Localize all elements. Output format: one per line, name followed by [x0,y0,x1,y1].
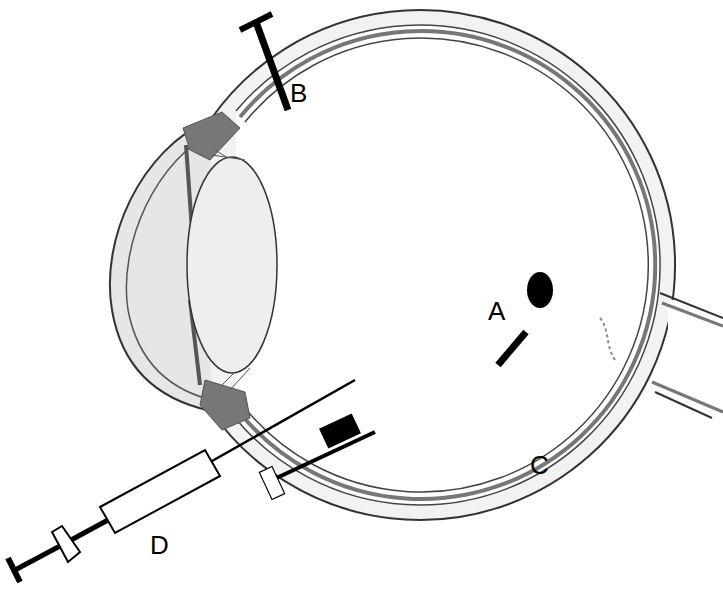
optic-disc [600,318,615,360]
implant-dot [527,272,553,308]
sclera-outer [211,10,675,520]
probe-tip [319,413,361,448]
implant-bar [498,332,526,365]
callout-letter: D [150,532,169,558]
pin-shaft [256,22,288,110]
zonule [212,150,245,160]
syringe-barrel [100,450,220,533]
port [259,466,284,499]
lens [187,157,277,373]
ciliary-body [200,380,250,430]
sclera-inner [236,25,660,505]
needle [205,380,355,465]
optic-nerve-sheath [662,303,723,326]
callout-letter: C [530,452,549,478]
zonule [222,368,250,390]
finger-flange [52,526,80,562]
choroid [240,31,655,499]
plunger-rod [15,546,60,570]
retina [245,38,648,492]
pin-head [240,14,272,30]
callout-letter: B [290,80,307,106]
optic-nerve-sheath [652,382,723,412]
probe-shaft [268,432,375,482]
callout-letter: A [488,298,505,324]
ciliary-body [183,112,240,160]
plunger-seal [112,506,128,534]
plunger-thumb [8,558,20,582]
